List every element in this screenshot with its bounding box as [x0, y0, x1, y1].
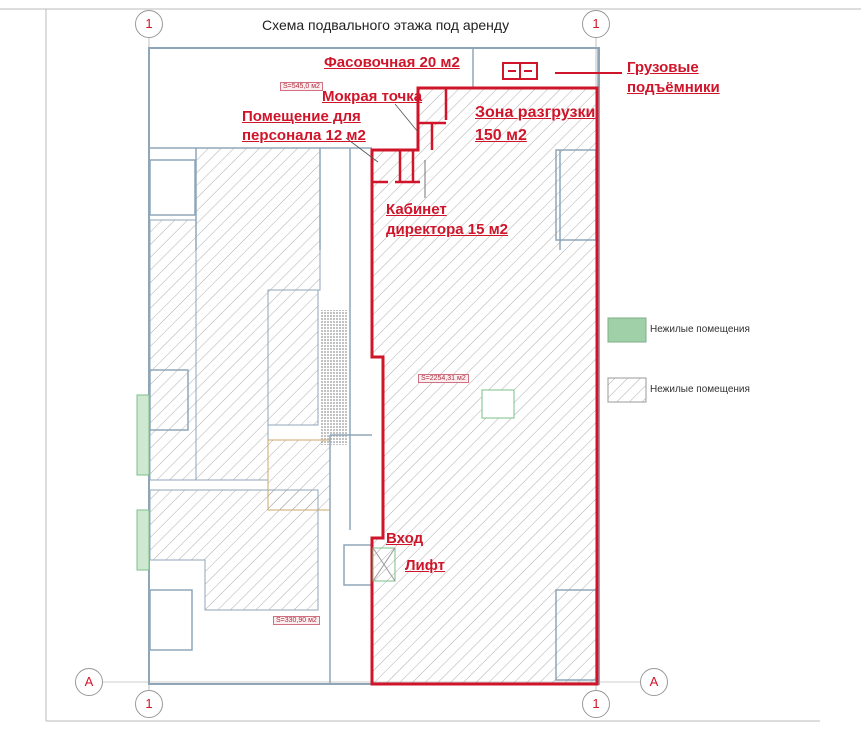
label-staff-room: Помещение для — [242, 108, 361, 125]
axis-marker: A — [75, 668, 103, 696]
page-title: Схема подвального этажа под аренду — [262, 17, 510, 33]
legend-swatch-hatch — [607, 377, 647, 403]
area-label: S=2254,31 м2 — [418, 374, 469, 383]
rental-zone — [370, 86, 599, 686]
legend-label: Нежилые помещения — [650, 384, 750, 395]
label-packing: Фасовочная 20 м2 — [324, 54, 460, 71]
stair-icon — [481, 389, 515, 419]
label-wet-point: Мокрая точка — [322, 88, 423, 105]
axis-marker: 1 — [135, 10, 163, 38]
label-freight-lifts: подъёмники — [627, 79, 720, 96]
label-freight-lifts: Грузовые — [627, 59, 699, 76]
lift-icon — [372, 547, 396, 582]
axis-marker: 1 — [582, 690, 610, 718]
label-unloading-zone: Зона разгрузки — [475, 104, 596, 121]
area-label: S=545,0 м2 — [280, 82, 323, 91]
label-unloading-zone: 150 м2 — [475, 127, 527, 144]
axis-marker: A — [640, 668, 668, 696]
label-lift: Лифт — [405, 557, 446, 574]
axis-marker: 1 — [135, 690, 163, 718]
hatched-zone — [149, 219, 197, 481]
label-director-office: директора 15 м2 — [386, 221, 509, 238]
label-entrance: Вход — [386, 530, 424, 547]
dotted-zone — [320, 310, 348, 445]
label-director-office: Кабинет — [386, 201, 447, 218]
legend-swatch-green — [607, 317, 647, 343]
area-label: S=330,90 м2 — [273, 616, 320, 625]
label-staff-room: персонала 12 м2 — [242, 127, 366, 144]
axis-marker: 1 — [582, 10, 610, 38]
legend-label: Нежилые помещения — [650, 324, 750, 335]
